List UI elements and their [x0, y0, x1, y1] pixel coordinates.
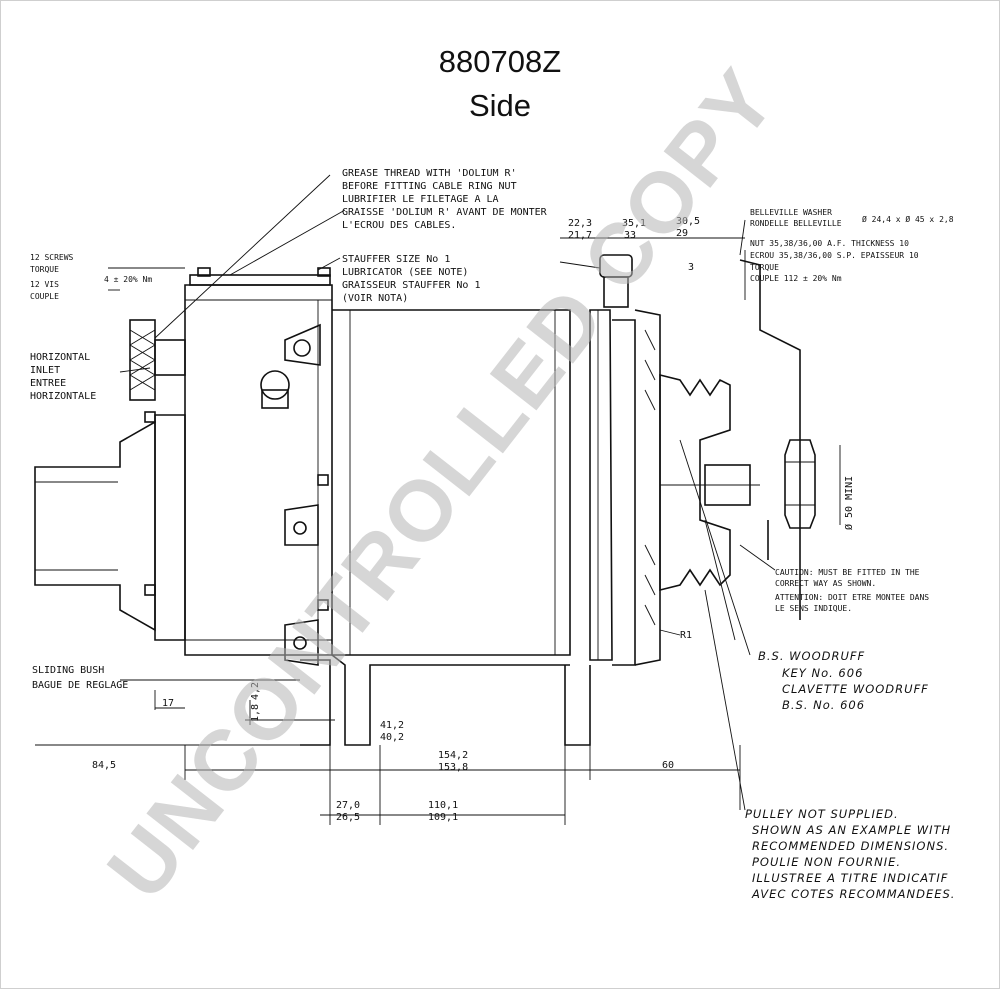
label-horizontal-inlet: HORIZONTAL INLET ENTREE HORIZONTALE	[30, 352, 96, 402]
svg-text:12 VIS: 12 VIS	[30, 280, 59, 289]
label-grease-thread: GREASE THREAD WITH 'DOLIUM R' BEFORE FIT…	[342, 168, 548, 231]
label-caution: CAUTION: MUST BE FITTED IN THE CORRECT W…	[775, 568, 929, 613]
svg-text:AVEC COTES RECOMMANDEES.: AVEC COTES RECOMMANDEES.	[751, 887, 955, 901]
svg-text:LUBRIFIER LE FILETAGE A LA: LUBRIFIER LE FILETAGE A LA	[342, 194, 499, 205]
svg-text:35,1: 35,1	[622, 218, 646, 229]
svg-text:12 SCREWS: 12 SCREWS	[30, 253, 74, 262]
svg-text:GRAISSE 'DOLIUM R' AVANT DE MO: GRAISSE 'DOLIUM R' AVANT DE MONTER	[342, 207, 548, 218]
svg-text:29: 29	[676, 228, 688, 239]
svg-text:3: 3	[688, 262, 694, 273]
alternator-housing	[34, 267, 333, 746]
svg-text:33: 33	[624, 230, 636, 241]
svg-text:17: 17	[162, 698, 174, 709]
svg-text:26,5: 26,5	[336, 812, 360, 823]
svg-text:CORRECT WAY AS SHOWN.: CORRECT WAY AS SHOWN.	[775, 579, 876, 588]
label-belleville: BELLEVILLE WASHER RONDELLE BELLEVILLE Ø …	[750, 208, 954, 228]
dimension-values: 22,3 21,7 35,1 33 30,5 29 3 84,5 154,2 1…	[92, 216, 700, 823]
front-end-shield	[589, 254, 636, 666]
svg-text:22,3: 22,3	[568, 218, 592, 229]
label-stauffer: STAUFFER SIZE No 1 LUBRICATOR (SEE NOTE)…	[342, 254, 480, 304]
svg-text:154,2: 154,2	[438, 750, 468, 761]
svg-text:ATTENTION: DOIT ETRE MONTEE DA: ATTENTION: DOIT ETRE MONTEE DANS	[775, 593, 929, 602]
label-dia-50: Ø 50 MINI	[843, 476, 855, 530]
pulley	[659, 259, 816, 620]
dimension-lines	[35, 237, 841, 825]
svg-text:ENTREE: ENTREE	[30, 378, 66, 389]
svg-text:L'ECROU DES CABLES.: L'ECROU DES CABLES.	[342, 220, 456, 231]
svg-text:BEFORE FITTING CABLE RING NUT: BEFORE FITTING CABLE RING NUT	[342, 181, 517, 192]
svg-text:30,5: 30,5	[676, 216, 700, 227]
svg-text:B.S. WOODRUFF: B.S. WOODRUFF	[758, 649, 865, 663]
label-screws: 12 SCREWS TORQUE 12 VIS COUPLE 4 ± 20% N…	[30, 253, 152, 301]
svg-text:109,1: 109,1	[428, 812, 458, 823]
svg-text:KEY No. 606: KEY No. 606	[782, 666, 863, 680]
svg-text:INLET: INLET	[30, 365, 60, 376]
svg-text:COUPLE 112 ± 20% Nm: COUPLE 112 ± 20% Nm	[750, 274, 842, 283]
svg-text:41,2: 41,2	[380, 720, 404, 731]
svg-text:84,5: 84,5	[92, 760, 116, 771]
svg-text:ECROU 35,38/36,00 S.P. EPAISSE: ECROU 35,38/36,00 S.P. EPAISSEUR 10	[750, 251, 919, 260]
svg-text:1,8: 1,8	[250, 704, 261, 722]
svg-text:CLAVETTE WOODRUFF: CLAVETTE WOODRUFF	[782, 682, 929, 696]
svg-text:STAUFFER SIZE No 1: STAUFFER SIZE No 1	[342, 254, 450, 265]
svg-text:RONDELLE BELLEVILLE: RONDELLE BELLEVILLE	[750, 219, 842, 228]
svg-text:60: 60	[662, 760, 674, 771]
part-number-title: 880708Z	[438, 44, 562, 79]
svg-text:BELLEVILLE WASHER: BELLEVILLE WASHER	[750, 208, 832, 217]
label-nut: NUT 35,38/36,00 A.F. THICKNESS 10 ECROU …	[750, 239, 919, 283]
svg-text:(VOIR NOTA): (VOIR NOTA)	[342, 293, 408, 304]
svg-text:COUPLE: COUPLE	[30, 292, 59, 301]
leader-lines	[108, 174, 776, 811]
svg-text:GRAISSEUR STAUFFER No 1: GRAISSEUR STAUFFER No 1	[342, 280, 480, 291]
svg-text:HORIZONTALE: HORIZONTALE	[30, 391, 96, 402]
svg-text:TORQUE: TORQUE	[30, 265, 59, 274]
svg-text:POULIE NON FOURNIE.: POULIE NON FOURNIE.	[752, 855, 901, 869]
label-pulley-note: PULLEY NOT SUPPLIED. SHOWN AS AN EXAMPLE…	[745, 807, 955, 901]
svg-text:27,0: 27,0	[336, 800, 360, 811]
stator-body	[331, 309, 591, 746]
svg-text:110,1: 110,1	[428, 800, 458, 811]
svg-text:CAUTION: MUST BE FITTED IN THE: CAUTION: MUST BE FITTED IN THE	[775, 568, 920, 577]
svg-text:SHOWN AS AN EXAMPLE WITH: SHOWN AS AN EXAMPLE WITH	[752, 823, 951, 837]
svg-text:RECOMMENDED DIMENSIONS.: RECOMMENDED DIMENSIONS.	[752, 839, 949, 853]
svg-text:ILLUSTREE A TITRE INDICATIF: ILLUSTREE A TITRE INDICATIF	[752, 871, 948, 885]
svg-text:153,8: 153,8	[438, 762, 468, 773]
svg-text:HORIZONTAL: HORIZONTAL	[30, 352, 90, 363]
svg-text:21,7: 21,7	[568, 230, 592, 241]
svg-text:B.S. No. 606: B.S. No. 606	[782, 698, 865, 712]
svg-text:SLIDING BUSH: SLIDING BUSH	[32, 665, 104, 676]
svg-text:NUT 35,38/36,00 A.F. THICKNESS: NUT 35,38/36,00 A.F. THICKNESS 10	[750, 239, 909, 248]
label-sliding-bush: SLIDING BUSH BAGUE DE REGLAGE	[32, 665, 128, 691]
cooling-fan	[634, 309, 661, 666]
label-r1: R1	[680, 630, 692, 641]
svg-text:40,2: 40,2	[380, 732, 404, 743]
svg-text:LUBRICATOR (SEE NOTE): LUBRICATOR (SEE NOTE)	[342, 267, 468, 278]
svg-text:BAGUE DE REGLAGE: BAGUE DE REGLAGE	[32, 680, 128, 691]
svg-text:4 ± 20% Nm: 4 ± 20% Nm	[104, 275, 152, 284]
label-woodruff: B.S. WOODRUFF KEY No. 606 CLAVETTE WOODR…	[758, 649, 929, 712]
svg-text:TORQUE: TORQUE	[750, 263, 779, 272]
svg-text:LE SENS INDIQUE.: LE SENS INDIQUE.	[775, 604, 852, 613]
svg-text:4,2: 4,2	[250, 682, 261, 700]
svg-text:Ø 24,4 x Ø 45 x 2,8: Ø 24,4 x Ø 45 x 2,8	[862, 214, 954, 224]
svg-text:PULLEY NOT SUPPLIED.: PULLEY NOT SUPPLIED.	[745, 807, 899, 821]
svg-text:GREASE THREAD WITH 'DOLIUM R': GREASE THREAD WITH 'DOLIUM R'	[342, 168, 517, 179]
view-subtitle: Side	[468, 88, 532, 123]
